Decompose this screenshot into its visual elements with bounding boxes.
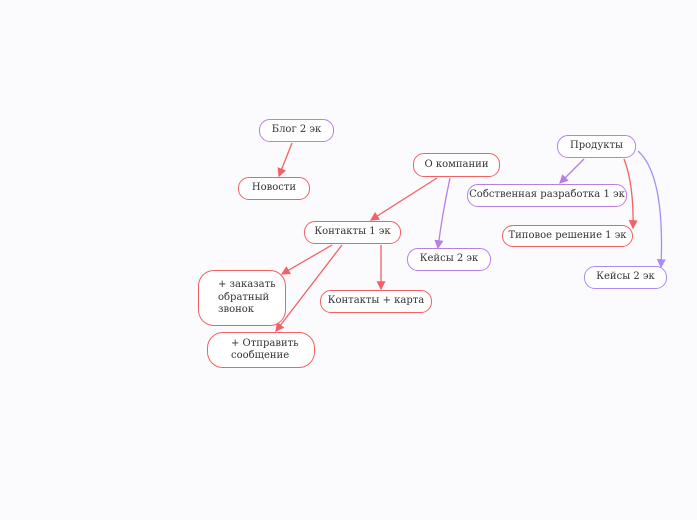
connector-about-cases [434,177,451,250]
node-send-message-label: + Отправить сообщение [231,337,299,362]
node-about[interactable]: О компании [413,153,500,177]
node-typical-solution-label: Типовое решение 1 эк [508,229,627,241]
node-products[interactable]: Продукты [557,135,636,158]
node-news[interactable]: Новости [238,177,310,200]
connector-contacts-message [275,244,343,333]
node-typical-solution[interactable]: Типовое решение 1 эк [502,225,633,247]
node-contacts[interactable]: Контакты 1 эк [304,221,401,244]
node-cases-about[interactable]: Кейсы 2 эк [407,248,491,271]
node-blog-label: Блог 2 эк [271,124,322,136]
node-contacts-label: Контакты 1 эк [314,226,391,238]
connector-products-typical [623,158,638,230]
node-own-development[interactable]: Собственная разработка 1 эк [467,184,627,207]
node-send-message[interactable]: + Отправить сообщение [207,332,315,368]
node-own-development-label: Собственная разработка 1 эк [469,189,625,201]
connector-products-owndev [559,158,585,184]
node-products-label: Продукты [570,140,623,152]
connector-products-cases [637,150,666,269]
node-cases-products-label: Кейсы 2 эк [596,271,655,283]
node-cases-products[interactable]: Кейсы 2 эк [584,266,667,289]
connector-contacts-callback [280,244,333,275]
node-blog[interactable]: Блог 2 эк [259,119,334,142]
node-contacts-map-label: Контакты + карта [327,295,425,307]
node-callback-label: + заказать обратный звонок [218,279,276,316]
connector-blog-news [277,142,293,178]
node-cases-about-label: Кейсы 2 эк [419,253,479,265]
node-about-label: О компании [424,158,489,170]
node-callback[interactable]: + заказать обратный звонок [198,270,286,326]
node-news-label: Новости [251,182,297,194]
connector-about-contacts [369,177,438,221]
node-contacts-map[interactable]: Контакты + карта [320,290,432,313]
